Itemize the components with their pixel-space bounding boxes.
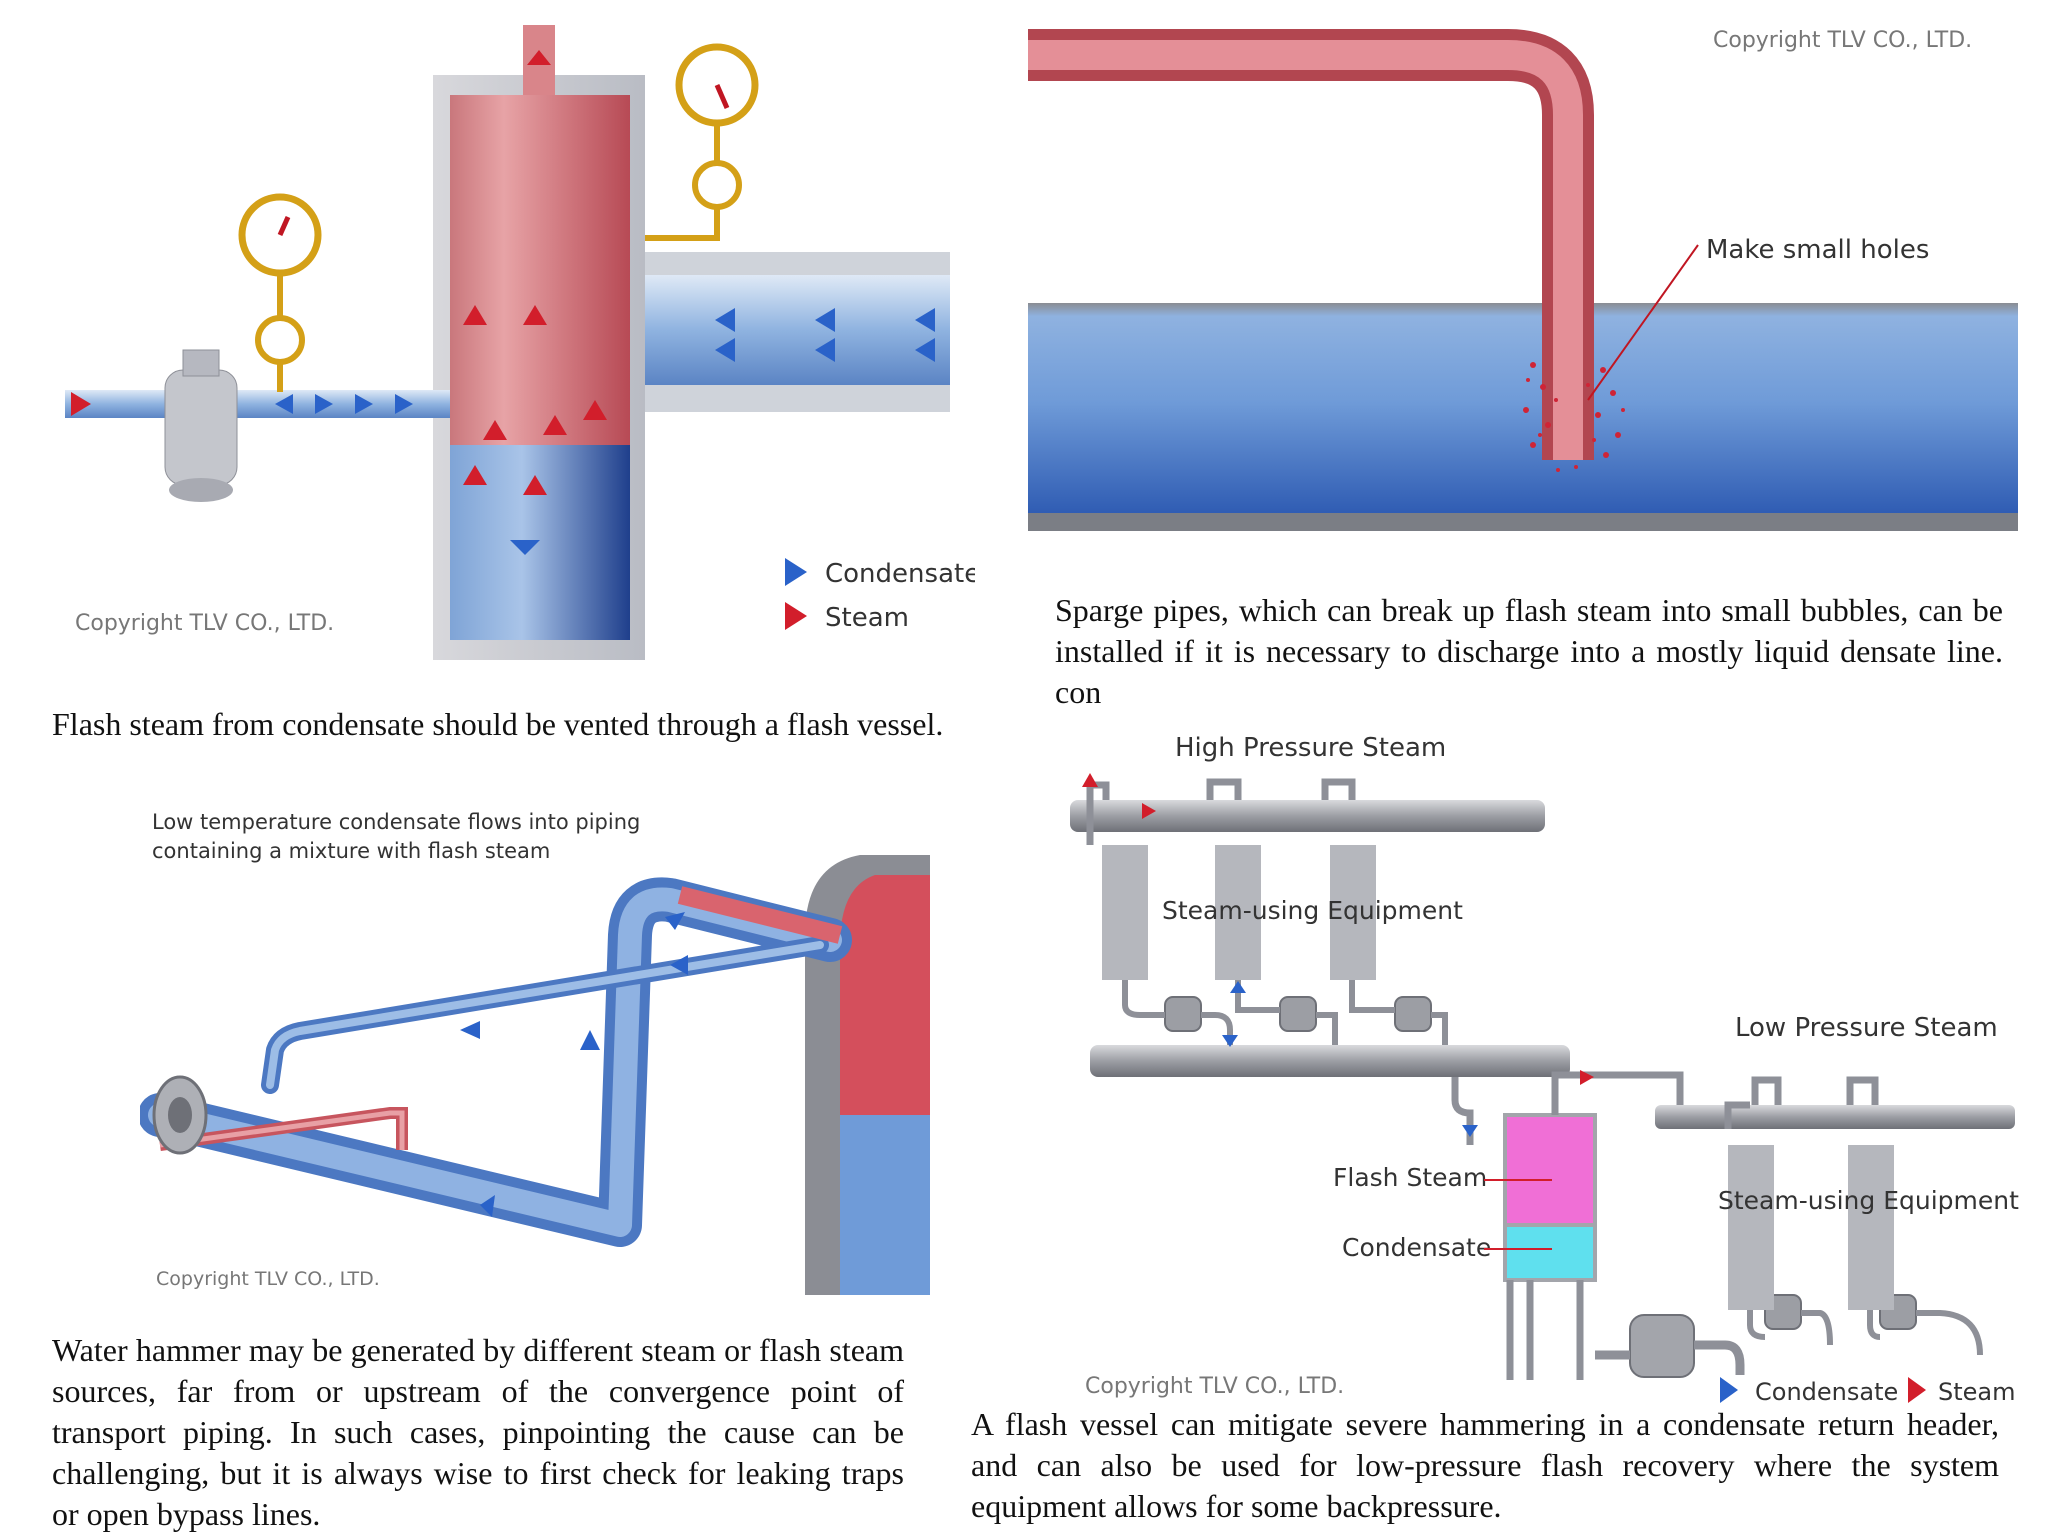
condensate-header xyxy=(1090,1045,1570,1077)
steam-legend-icon xyxy=(1908,1377,1926,1403)
receiving-tank xyxy=(805,855,930,1295)
caption-flash-vessel: Flash steam from condensate should be ve… xyxy=(52,706,944,742)
flow-arrows xyxy=(460,912,688,1217)
steam-legend-icon xyxy=(785,602,807,630)
label-equipment-bottom: Steam-using Equipment xyxy=(1718,1186,2019,1215)
main-trap-icon xyxy=(1595,1314,1745,1378)
caption-flash-recovery: A flash vessel can mitigate severe hamme… xyxy=(971,1406,1999,1524)
legend-condensate: Condensate xyxy=(825,559,975,589)
steam-piping xyxy=(159,886,843,1151)
condensate-arrows xyxy=(1222,981,1478,1137)
header-pipe xyxy=(1028,303,2018,523)
label-flash-steam: Flash Steam xyxy=(1333,1163,1487,1192)
inlet-pipe xyxy=(65,390,450,418)
annotation-make-small-holes: Make small holes xyxy=(1706,235,1929,265)
legend-steam: Steam xyxy=(1938,1378,2016,1405)
legend: Condensate Steam xyxy=(785,558,975,633)
vessel-pressure-gauge-icon xyxy=(645,43,759,241)
steam-bubbles xyxy=(1523,362,1625,472)
lp-header xyxy=(1655,1105,2015,1129)
steam-flow-arrows xyxy=(71,305,607,495)
flash-vessel-diagram: Condensate Steam Copyright TLV CO., LTD. xyxy=(65,25,975,660)
steam-trap-icon xyxy=(164,349,238,502)
flange-icon xyxy=(152,1075,208,1155)
caption-water-hammer: Water hammer may be generated by differe… xyxy=(52,1332,904,1532)
legend-condensate: Condensate xyxy=(1755,1378,1898,1405)
sparge-pipe-diagram: Copyright TLV CO., LTD. Make small holes xyxy=(1028,28,2018,531)
label-high-pressure-steam: High Pressure Steam xyxy=(1175,733,1446,763)
copyright: Copyright TLV CO., LTD. xyxy=(75,611,334,636)
label-low-pressure-steam: Low Pressure Steam xyxy=(1735,1013,1998,1043)
condensate-legend-icon xyxy=(785,558,807,586)
label-equipment-top: Steam-using Equipment xyxy=(1162,896,1463,925)
condensate-piping xyxy=(140,877,852,1247)
copyright: Copyright TLV CO., LTD. xyxy=(1713,28,1972,53)
note-line-2: containing a mixture with flash steam xyxy=(152,839,550,863)
note-line-1: Low temperature condensate flows into pi… xyxy=(152,810,640,834)
copyright: Copyright TLV CO., LTD. xyxy=(1085,1374,1344,1399)
legend-steam: Steam xyxy=(825,603,909,633)
pressure-gauge-icon xyxy=(238,193,322,392)
caption-sparge-pipes: Sparge pipes, which can break up flash s… xyxy=(1055,592,2003,710)
condensate-flow-arrows xyxy=(275,308,935,555)
condensate-legend-icon xyxy=(1720,1377,1738,1403)
flash-recovery-diagram: High Pressure Steam Steam-using Equipmen… xyxy=(1070,733,2019,1405)
lp-equipment xyxy=(1728,1145,1894,1310)
label-condensate: Condensate xyxy=(1342,1233,1491,1262)
copyright: Copyright TLV CO., LTD. xyxy=(156,1268,380,1290)
hp-header xyxy=(1070,800,1545,832)
steam-arrows xyxy=(1082,773,1594,1085)
water-hammer-diagram: Low temperature condensate flows into pi… xyxy=(140,810,930,1295)
flash-vessel xyxy=(1503,1113,1597,1380)
annotation-leader xyxy=(1587,244,1699,401)
hp-equipment xyxy=(1102,845,1376,980)
